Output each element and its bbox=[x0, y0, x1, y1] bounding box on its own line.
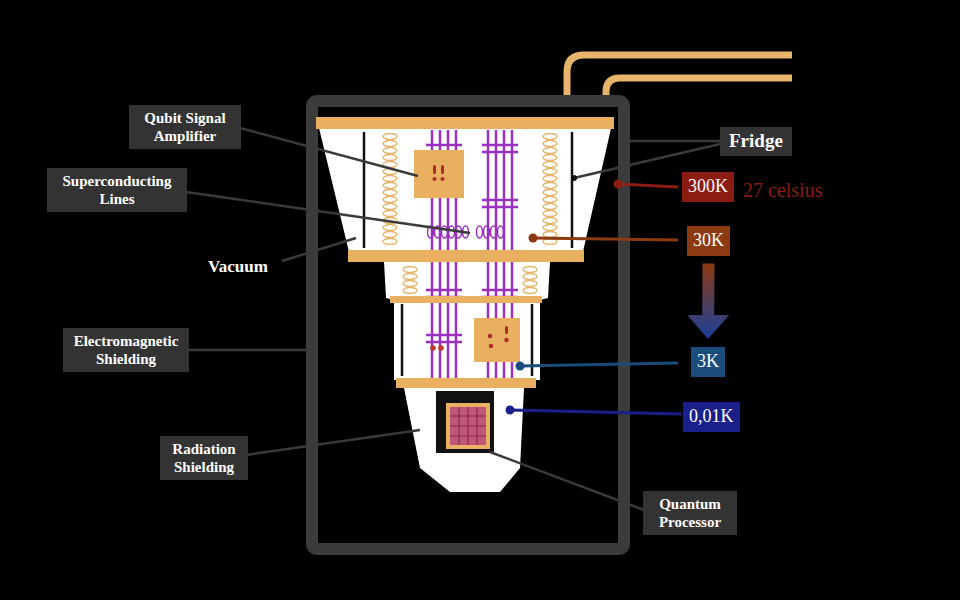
node-text: Fridge bbox=[729, 130, 783, 153]
node-text: 30K bbox=[693, 230, 724, 252]
amplifier-mark bbox=[433, 165, 445, 181]
temperature-badge: 3K bbox=[691, 347, 725, 377]
temp-pointer bbox=[618, 184, 678, 187]
fridge-stage bbox=[318, 124, 612, 256]
chip-grid bbox=[450, 407, 486, 445]
part-label: Vacuum bbox=[208, 257, 268, 277]
heat-coil bbox=[540, 133, 560, 245]
callout-box: Radiation Shielding bbox=[160, 436, 248, 480]
line-coil bbox=[476, 224, 504, 240]
fridge-stage bbox=[404, 388, 524, 492]
heat-coil bbox=[400, 266, 420, 294]
coolant-pipe bbox=[606, 78, 792, 106]
node-text: Qubit Signal Amplifier bbox=[137, 109, 233, 145]
amplifier-mark bbox=[488, 326, 509, 348]
fridge-stage bbox=[384, 262, 550, 380]
leader-dot bbox=[571, 175, 577, 181]
node-text: Superconducting Lines bbox=[55, 172, 179, 208]
processor-chip bbox=[450, 407, 486, 445]
temp-pointer bbox=[510, 410, 682, 414]
node-text: Electromagnetic Shielding bbox=[71, 332, 181, 368]
node-text: 0,01K bbox=[689, 406, 734, 428]
amplifier bbox=[414, 150, 464, 198]
cooling-arrow bbox=[687, 264, 729, 339]
callout-box: Superconducting Lines bbox=[47, 168, 187, 212]
temperature-badge: 0,01K bbox=[683, 402, 740, 432]
node-text: 3K bbox=[697, 351, 719, 373]
callout-box: Electromagnetic Shielding bbox=[63, 328, 189, 372]
red-dot bbox=[430, 345, 436, 351]
callout-box: Qubit Signal Amplifier bbox=[129, 105, 241, 149]
temperature-note: 27 celsius bbox=[743, 179, 822, 202]
temp-dot bbox=[529, 234, 538, 243]
processor-frame bbox=[446, 403, 490, 449]
node-text: Radiation Shielding bbox=[168, 440, 240, 476]
heat-coil bbox=[520, 266, 540, 294]
temp-pointer bbox=[520, 363, 678, 366]
callout-box: Fridge bbox=[720, 127, 792, 156]
temp-dot bbox=[516, 362, 525, 371]
red-dot bbox=[438, 345, 444, 351]
temperature-badge: 30K bbox=[687, 226, 730, 256]
temperature-badge: 300K bbox=[682, 172, 734, 202]
node-text: 300K bbox=[688, 176, 728, 198]
temp-pointer bbox=[533, 238, 678, 240]
node-text: Quantum Processor bbox=[651, 495, 729, 531]
leader-line bbox=[186, 128, 720, 510]
callout-box: Quantum Processor bbox=[643, 491, 737, 535]
temp-dot bbox=[614, 180, 623, 189]
shield-housing bbox=[312, 101, 624, 549]
cold-plate bbox=[316, 117, 614, 388]
temp-dot bbox=[506, 406, 515, 415]
amplifier bbox=[474, 318, 520, 362]
heat-coil bbox=[380, 133, 400, 245]
processor-mount bbox=[436, 391, 494, 453]
